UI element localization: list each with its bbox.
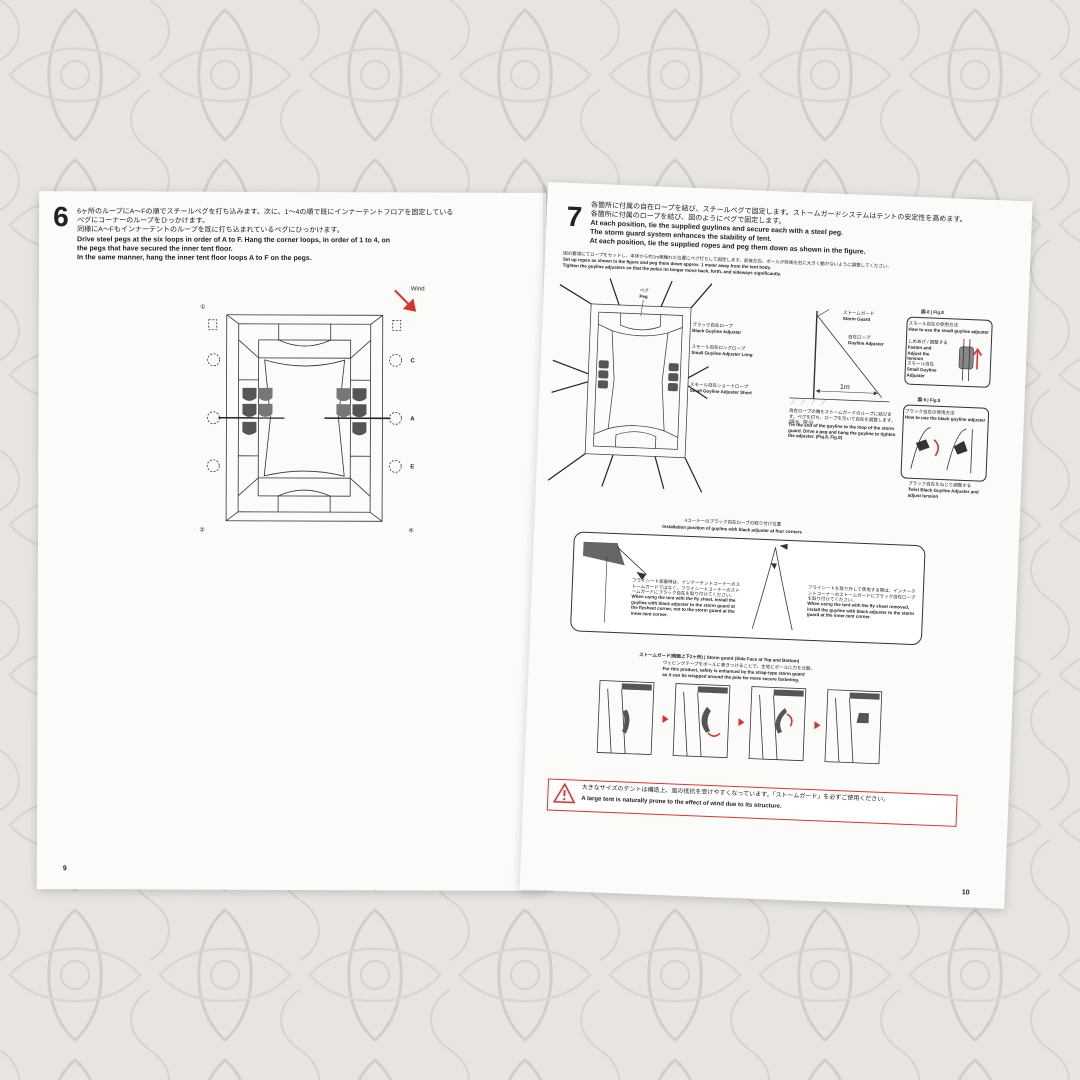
corner-label-1: ① xyxy=(200,304,205,311)
with-fly-en: When using the tent with the fly sheet, … xyxy=(630,593,736,618)
tie-instructions-en: Tie the end of the guyline to the loop o… xyxy=(787,421,896,441)
loop-label-a: A xyxy=(410,416,415,422)
inner-tent-corner-illustration xyxy=(751,543,793,631)
loop-label-d: D xyxy=(198,358,199,364)
corner-label-4: ④ xyxy=(408,527,413,534)
page-number: 10 xyxy=(961,889,970,897)
storm-guard-wrap-steps xyxy=(596,680,883,765)
loop-label-e: E xyxy=(410,464,414,470)
guyline-layout-diagram xyxy=(547,278,713,493)
storm-guard-label-en: Storm Guard xyxy=(842,315,871,323)
wind-arrow-icon xyxy=(394,289,417,312)
instructions-en-3: In the same manner, hang the inner tent … xyxy=(76,254,312,263)
tent-floor-plan-diagram: ① ② ③ ④ D C B A F E xyxy=(198,304,415,535)
right-page: 7 各箇所に付属の自在ロープを結び、スチールペグで固定します。ストームガードシス… xyxy=(519,182,1033,909)
page-number: 9 xyxy=(62,865,67,873)
fig8-title: 図-8 | Fig.8 xyxy=(921,309,944,315)
small-adjuster-en: Small Guyline Adjuster xyxy=(906,366,937,378)
flysheet-corner-illustration xyxy=(583,541,647,623)
small-adjuster-icon xyxy=(958,338,983,382)
fig9-title: 図-9 | Fig.9 xyxy=(917,397,941,403)
step-number: 7 xyxy=(566,200,583,233)
loop-label-c: C xyxy=(410,358,415,364)
step-number: 6 xyxy=(53,201,69,233)
left-page: 6 6ヶ所のループにA〜Fの順でスチールペグを打ち込みます。次に、1〜4の順で既… xyxy=(36,191,547,891)
peg-label-en: Peg xyxy=(639,293,648,300)
one-meter-label: 1m xyxy=(839,383,850,392)
corner-label-2: ② xyxy=(199,527,204,534)
wind-label: Wind xyxy=(410,286,425,293)
instructions-jp-3: 同様にA〜Fもインナーテントのループを既に打ち込まれているペグにひっかけます。 xyxy=(77,226,344,235)
twist-en: Twist Black Guyline Adjuster and adjust … xyxy=(907,486,979,499)
storm-guard-side-view xyxy=(789,309,890,406)
black-adjuster-icon xyxy=(910,427,973,474)
warning-triangle-icon xyxy=(553,782,576,804)
loop-label-b: B xyxy=(198,416,199,422)
